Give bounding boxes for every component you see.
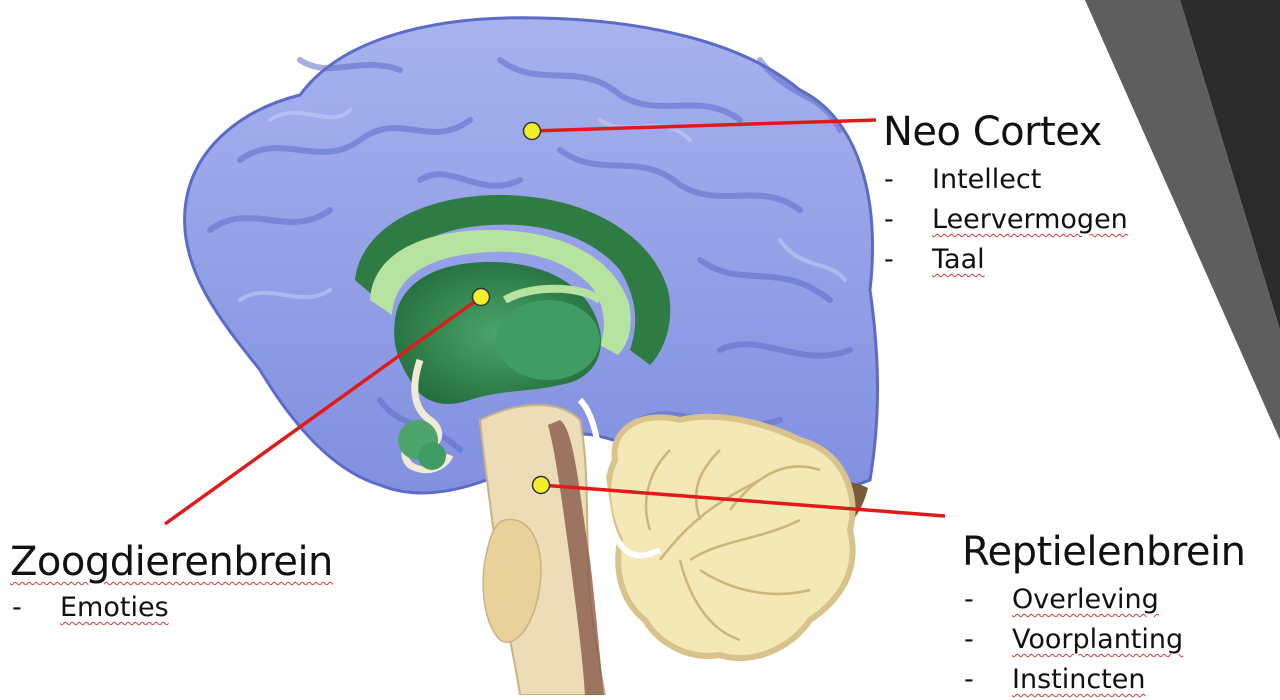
marker-reptielenbrein: [533, 477, 550, 494]
bullet: -: [964, 580, 974, 620]
item-text: Emoties: [60, 588, 169, 628]
item-text: Intellect: [932, 160, 1041, 200]
bullet: -: [884, 240, 894, 280]
bullet: -: [884, 160, 894, 200]
cerebellum-shape: [608, 417, 853, 658]
bullet: -: [884, 200, 894, 240]
thalamus-shape: [496, 300, 600, 380]
bullet: -: [12, 588, 22, 628]
bullet: -: [964, 660, 974, 700]
amygdala-shape-2: [418, 442, 446, 470]
item-text: Instincten: [1012, 660, 1146, 700]
item-text: Leervermogen: [932, 200, 1128, 240]
bullet: -: [964, 620, 974, 660]
zoogdierenbrein-title: Zoogdierenbrein: [10, 542, 333, 582]
item-text: Voorplanting: [1012, 620, 1183, 660]
item-text: Taal: [932, 240, 985, 280]
marker-zoogdierenbrein: [473, 289, 490, 306]
reptielenbrein-title: Reptielenbrein: [962, 532, 1246, 572]
neo-cortex-title: Neo Cortex: [883, 112, 1102, 152]
item-text: Overleving: [1012, 580, 1159, 620]
marker-neo-cortex: [524, 123, 541, 140]
